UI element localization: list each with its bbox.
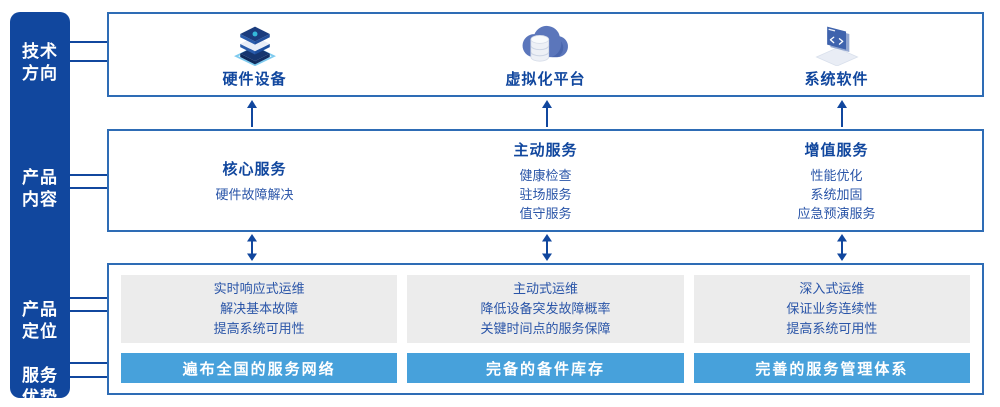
content-col-proactive: 主动服务 健康检查 驻场服务 值守服务 [400, 131, 691, 230]
content-col-core: 核心服务 硬件故障解决 [109, 131, 400, 230]
connector-line [70, 297, 108, 299]
sidebar-label-line: 产品 [22, 300, 58, 319]
sidebar-label-line: 优势 [22, 388, 58, 407]
position-line: 解决基本故障 [220, 301, 299, 316]
tech-label: 硬件设备 [222, 71, 287, 88]
connector-line [70, 174, 108, 176]
connector-line [70, 60, 108, 62]
position-col-proactive: 主动式运维 降低设备突发故障概率 关键时间点的服务保障 完备的备件库存 [407, 275, 684, 383]
position-line: 降低设备突发故障概率 [480, 301, 611, 316]
connector-line [70, 310, 108, 312]
position-panel: 主动式运维 降低设备突发故障概率 关键时间点的服务保障 [407, 275, 684, 343]
sidebar-label-line: 方向 [22, 64, 58, 83]
position-line: 提高系统可用性 [213, 321, 305, 336]
arrow-up-icon [541, 100, 553, 127]
sidebar-label-line: 产品 [22, 168, 58, 187]
service-item: 值守服务 [519, 205, 572, 221]
advantage-bar: 遍布全国的服务网络 [121, 353, 398, 383]
tech-direction-box: 硬件设备 虚拟化平台 系统软件 [107, 12, 984, 97]
position-panel: 深入式运维 保证业务连续性 提高系统可用性 [693, 275, 970, 343]
sidebar-item-product-content: 产品 内容 [10, 167, 70, 211]
service-group-title: 主动服务 [513, 141, 578, 159]
tech-col-virtualization: 虚拟化平台 [400, 14, 691, 95]
service-group-title: 增值服务 [804, 141, 869, 159]
sidebar-label-line: 技术 [22, 42, 58, 61]
sidebar-label-line: 定位 [22, 322, 58, 341]
arrow-up-icon [836, 100, 848, 127]
advantage-bar: 完善的服务管理体系 [693, 353, 970, 383]
position-line: 实时响应式运维 [213, 281, 305, 296]
service-item: 健康检查 [519, 167, 572, 183]
position-line: 保证业务连续性 [786, 301, 878, 316]
position-line: 提高系统可用性 [786, 321, 878, 336]
service-group-title: 核心服务 [222, 160, 287, 178]
sidebar-item-service-advantage: 服务 优势 [10, 365, 70, 407]
position-panel: 实时响应式运维 解决基本故障 提高系统可用性 [121, 275, 398, 343]
advantage-bar: 完备的备件库存 [407, 353, 684, 383]
code-window-icon [814, 26, 859, 66]
connector-line [70, 362, 108, 364]
category-sidebar: 技术 方向 产品 内容 产品 定位 服务 优势 [10, 12, 70, 407]
service-item: 系统加固 [810, 186, 863, 202]
tech-label: 系统软件 [804, 71, 869, 88]
service-item: 性能优化 [810, 167, 863, 183]
sidebar-label-line: 内容 [22, 190, 58, 209]
position-col-realtime: 实时响应式运维 解决基本故障 提高系统可用性 遍布全国的服务网络 [121, 275, 398, 383]
server-stack-icon [233, 26, 276, 66]
position-col-deep: 深入式运维 保证业务连续性 提高系统可用性 完善的服务管理体系 [693, 275, 970, 383]
cloud-database-icon [522, 25, 568, 62]
arrow-double-vertical-icon [246, 234, 258, 261]
position-line: 深入式运维 [799, 281, 865, 296]
tech-col-software: 系统软件 [691, 14, 982, 95]
service-item: 应急预演服务 [797, 205, 876, 221]
connector-line [70, 376, 108, 378]
sidebar-label-line: 服务 [22, 366, 58, 385]
position-line: 关键时间点的服务保障 [480, 321, 611, 336]
service-item: 驻场服务 [519, 186, 572, 202]
service-item: 硬件故障解决 [215, 186, 294, 202]
sidebar-item-tech-direction: 技术 方向 [10, 41, 70, 85]
arrow-double-vertical-icon [836, 234, 848, 261]
tech-label: 虚拟化平台 [505, 71, 586, 88]
connector-line [70, 41, 108, 43]
product-content-box: 核心服务 硬件故障解决 主动服务 健康检查 驻场服务 值守服务 增值服务 性能优… [107, 129, 984, 232]
arrow-up-icon [246, 100, 258, 127]
tech-col-hardware: 硬件设备 [109, 14, 400, 95]
position-line: 主动式运维 [512, 281, 578, 296]
product-position-box: 实时响应式运维 解决基本故障 提高系统可用性 遍布全国的服务网络 主动式运维 降… [107, 263, 984, 395]
sidebar-item-product-position: 产品 定位 [10, 299, 70, 343]
arrow-double-vertical-icon [541, 234, 553, 261]
content-col-value-added: 增值服务 性能优化 系统加固 应急预演服务 [691, 131, 982, 230]
connector-line [70, 187, 108, 189]
